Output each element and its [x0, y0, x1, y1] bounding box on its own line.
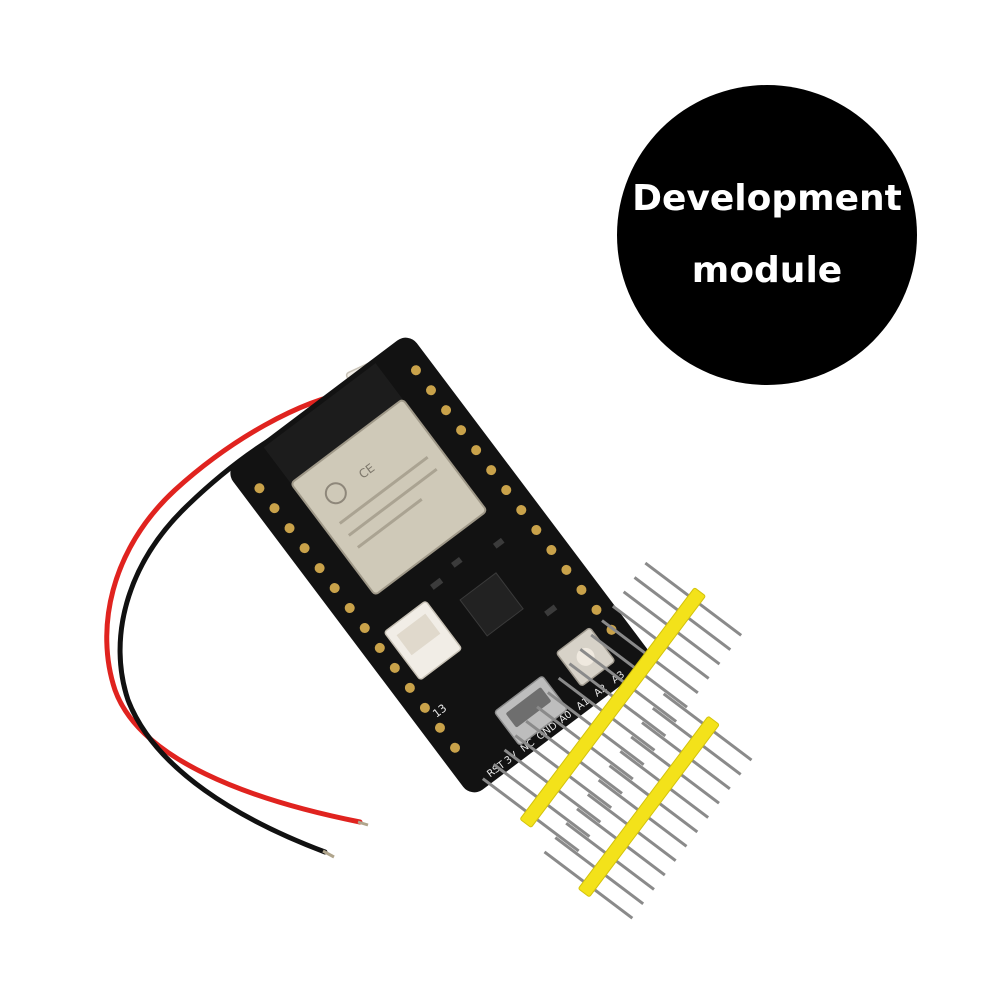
red-wire-tip [357, 820, 369, 827]
pin-header-long [481, 561, 743, 853]
badge-line-1: Development [632, 178, 902, 219]
esp32-board: CE [230, 337, 650, 793]
pin-header-short [543, 692, 753, 920]
black-wire-tip [322, 849, 335, 859]
red-wire [104, 389, 363, 825]
battery-socket [384, 601, 462, 680]
usb-uart-chip [459, 572, 524, 637]
badge-line-2: module [691, 250, 843, 291]
esp32-module-shield [291, 399, 487, 595]
development-module-badge: Development module [617, 85, 917, 385]
